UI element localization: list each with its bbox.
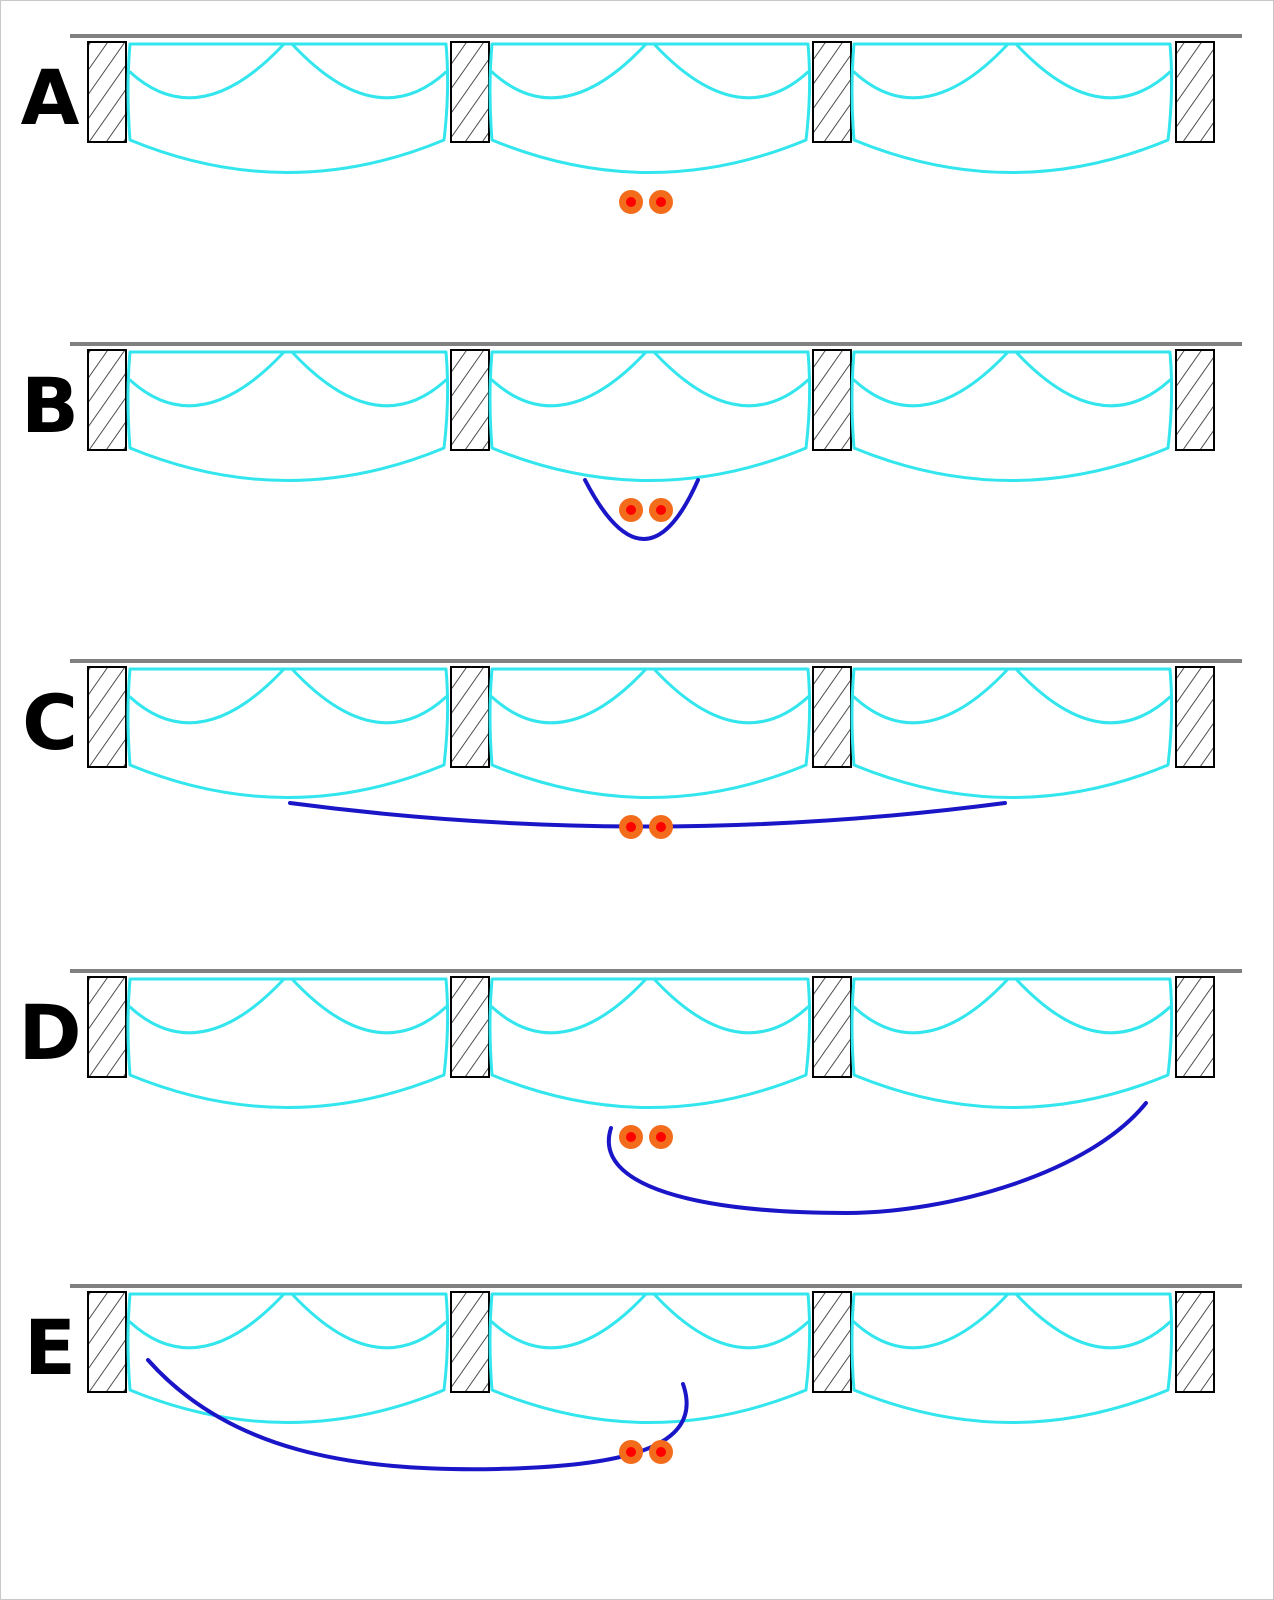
drape-section-1 <box>126 667 450 799</box>
panel-label: A <box>21 53 80 142</box>
pillar-4 <box>1175 1291 1215 1393</box>
panel-a: A <box>21 34 1242 214</box>
drape-section-2 <box>488 977 812 1109</box>
pillar-2 <box>450 666 490 768</box>
marker-dot-2 <box>649 815 673 839</box>
marker-dot-1 <box>619 190 643 214</box>
highlight-curve <box>288 801 1007 829</box>
pillar-2 <box>450 976 490 1078</box>
pillar-4 <box>1175 976 1215 1078</box>
drape-section-1 <box>126 42 450 174</box>
pillar-2 <box>450 41 490 143</box>
drape-section-1 <box>126 977 450 1109</box>
drape-section-1 <box>126 350 450 482</box>
pillar-1 <box>87 976 127 1078</box>
drape-section-3 <box>850 42 1174 174</box>
drape-section-3 <box>850 667 1174 799</box>
drape-section-2 <box>488 350 812 482</box>
panel-b: B <box>21 342 1242 541</box>
pillar-4 <box>1175 41 1215 143</box>
pillar-1 <box>87 41 127 143</box>
marker-dot-2 <box>649 1440 673 1464</box>
panel-e: E <box>24 1284 1242 1472</box>
panel-label: B <box>21 361 79 450</box>
highlight-curve <box>583 478 700 541</box>
pillar-4 <box>1175 666 1215 768</box>
marker-dot-2 <box>649 190 673 214</box>
drape-section-3 <box>850 1292 1174 1424</box>
pillar-3 <box>812 976 852 1078</box>
drape-section-2 <box>488 667 812 799</box>
pillar-3 <box>812 349 852 451</box>
pillar-1 <box>87 1291 127 1393</box>
marker-dot-2 <box>649 498 673 522</box>
marker-dot-2 <box>649 1125 673 1149</box>
pillar-3 <box>812 666 852 768</box>
drape-section-3 <box>850 350 1174 482</box>
panel-label: E <box>24 1303 76 1392</box>
panels-group: A B C D E <box>18 34 1242 1472</box>
marker-dot-1 <box>619 1440 643 1464</box>
pillar-3 <box>812 1291 852 1393</box>
drape-section-3 <box>850 977 1174 1109</box>
panel-label: C <box>22 678 78 767</box>
marker-dot-1 <box>619 815 643 839</box>
drape-section-2 <box>488 1292 812 1424</box>
marker-dot-1 <box>619 498 643 522</box>
pillar-2 <box>450 1291 490 1393</box>
marker-dot-1 <box>619 1125 643 1149</box>
drape-section-2 <box>488 42 812 174</box>
panel-c: C <box>22 659 1242 839</box>
highlight-curve <box>146 1358 689 1472</box>
highlight-curve <box>606 1101 1148 1216</box>
drape-section-1 <box>126 1292 450 1424</box>
pillar-2 <box>450 349 490 451</box>
pillar-1 <box>87 349 127 451</box>
pillar-1 <box>87 666 127 768</box>
pillar-4 <box>1175 349 1215 451</box>
panel-d: D <box>18 969 1242 1216</box>
panel-label: D <box>18 988 81 1077</box>
pillar-3 <box>812 41 852 143</box>
